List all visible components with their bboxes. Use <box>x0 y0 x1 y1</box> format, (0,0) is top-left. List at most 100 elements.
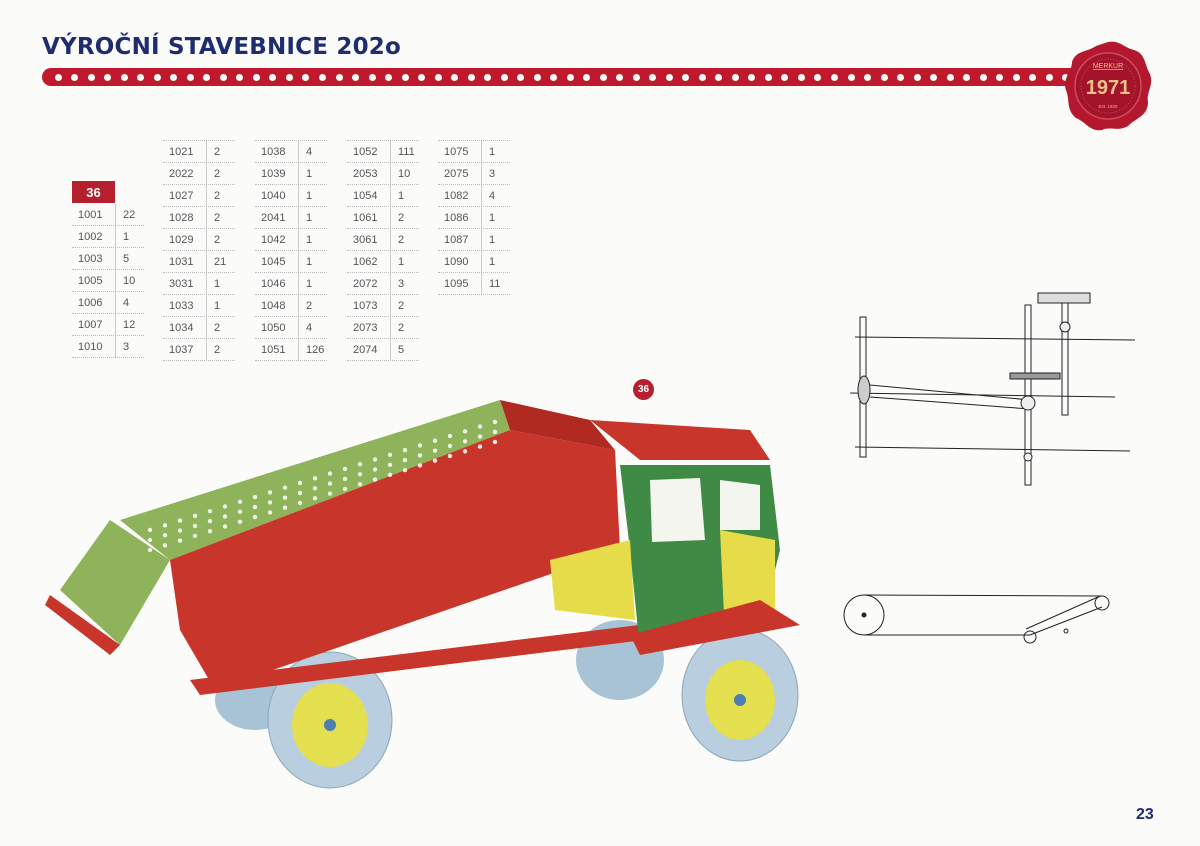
panel-hole <box>252 504 258 510</box>
strip-hole <box>352 73 360 81</box>
strip-hole <box>550 73 558 81</box>
part-number: 1048 <box>255 295 299 316</box>
strip-hole <box>864 73 872 81</box>
panel-hole <box>147 527 153 533</box>
part-quantity: 3 <box>123 340 130 353</box>
part-quantity: 111 <box>398 145 415 158</box>
part-number: 1039 <box>255 163 299 184</box>
part-number: 2074 <box>347 339 391 360</box>
strip-hole <box>583 73 591 81</box>
part-quantity: 21 <box>214 255 227 268</box>
panel-hole <box>402 457 408 463</box>
strip-hole <box>797 73 805 81</box>
part-number: 1050 <box>255 317 299 338</box>
panel-hole <box>327 491 333 496</box>
strip-hole <box>1045 73 1053 81</box>
tailgate-green <box>60 520 170 645</box>
panel-hole <box>387 472 393 477</box>
panel-hole <box>447 453 453 459</box>
parts-row: 1021 2 <box>163 141 235 163</box>
panel-hole <box>177 518 183 523</box>
strip-hole <box>170 73 178 81</box>
part-quantity: 22 <box>123 208 136 221</box>
gear-mechanism-diagram <box>849 292 1136 486</box>
part-quantity: 1 <box>489 145 496 158</box>
strip-hole <box>335 73 343 81</box>
part-number: 1003 <box>72 248 116 269</box>
part-quantity: 2 <box>214 145 221 158</box>
part-number: 3031 <box>163 273 207 294</box>
parts-row: 1046 1 <box>255 273 327 295</box>
part-number: 1075 <box>438 141 482 162</box>
strip-hole <box>203 73 211 81</box>
panel-hole <box>342 486 348 492</box>
part-number: 1061 <box>347 207 391 228</box>
strip-hole <box>1029 73 1037 81</box>
part-number: 1005 <box>72 270 116 291</box>
panel-hole <box>297 480 303 486</box>
strip-hole <box>830 73 838 81</box>
strip-hole <box>120 73 128 81</box>
strip-hole <box>467 73 475 81</box>
part-quantity: 2 <box>214 167 221 180</box>
panel-hole <box>387 462 393 467</box>
dump-truck-illustration <box>45 400 800 789</box>
panel-hole <box>297 490 303 496</box>
strip-hole <box>632 73 640 81</box>
strip-hole <box>814 73 822 81</box>
model-number-header: 36 <box>72 181 115 203</box>
part-quantity: 1 <box>306 277 313 290</box>
part-number: 1086 <box>438 207 482 228</box>
panel-hole <box>267 510 273 515</box>
panel-hole <box>282 495 288 500</box>
part-number: 1038 <box>255 141 299 162</box>
panel-hole <box>402 467 408 473</box>
part-number: 1002 <box>72 226 116 247</box>
strip-hole <box>665 73 673 81</box>
part-number: 2022 <box>163 163 207 184</box>
panel-hole <box>477 444 483 449</box>
part-quantity: 1 <box>123 230 130 243</box>
panel-hole <box>252 494 258 500</box>
panel-hole <box>417 453 423 458</box>
part-number: 1033 <box>163 295 207 316</box>
strip-hole <box>451 73 459 81</box>
panel-hole <box>312 476 318 481</box>
panel-hole <box>237 499 243 504</box>
part-number: 1090 <box>438 251 482 272</box>
strip-hole <box>913 73 921 81</box>
part-number: 1021 <box>163 141 207 162</box>
panel-hole <box>297 500 303 506</box>
svg-text:Est. 1920: Est. 1920 <box>1098 104 1118 109</box>
panel-hole <box>222 504 228 509</box>
strip-hole <box>533 73 541 81</box>
part-quantity: 1 <box>398 255 405 268</box>
strip-hole <box>252 73 260 81</box>
panel-hole <box>147 547 153 553</box>
panel-hole <box>357 482 363 487</box>
part-number: 1082 <box>438 185 482 206</box>
strip-hole <box>682 73 690 81</box>
part-number: 1046 <box>255 273 299 294</box>
strip-hole <box>1062 73 1070 81</box>
strip-hole <box>236 73 244 81</box>
part-number: 1051 <box>255 339 299 360</box>
part-number: 1031 <box>163 251 207 272</box>
panel-hole <box>477 434 483 439</box>
panel-hole <box>207 519 213 524</box>
part-number: 2053 <box>347 163 391 184</box>
part-number: 2072 <box>347 273 391 294</box>
